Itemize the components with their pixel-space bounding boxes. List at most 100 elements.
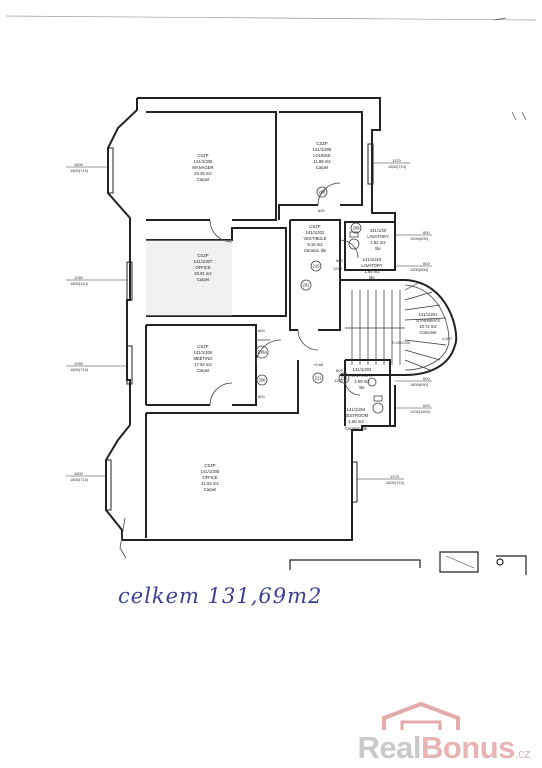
svg-text:141/1/20: 141/1/20 [370,228,387,233]
svg-text:202: 202 [303,283,311,288]
svg-text:1000(600): 1000(600) [410,236,429,241]
svg-text:1260: 1260 [74,275,84,280]
room-lavatory-2: 141/1/210 LAVATORY 1.84 m2 tile [361,257,382,280]
svg-text:LAVATORY: LAVATORY [361,263,382,268]
svg-text:1200(1600): 1200(1600) [410,409,431,414]
svg-text:600: 600 [423,376,430,381]
door-tags: 208 209 210 211 212 206a 206 202 [255,186,362,386]
svg-text:tile: tile [375,246,381,251]
partition-office1 [146,227,287,317]
svg-text:141/1/201: 141/1/201 [419,312,438,317]
svg-text:LOUNGE: LOUNGE [313,153,331,158]
svg-text:141/1/202: 141/1/202 [306,230,325,235]
svg-text:10.74 m2: 10.74 m2 [419,324,437,329]
svg-text:1800(110): 1800(110) [70,281,89,286]
stair-note: S.150/290 [392,340,411,345]
partition-manager [146,111,277,221]
watermark-tld: .cz [514,746,531,761]
watermark-brand-b: Bonus [420,730,515,765]
svg-text:CSZP: CSZP [316,141,327,146]
svg-text:1800(710): 1800(710) [70,477,89,482]
svg-text:Ceramic tile: Ceramic tile [345,426,368,431]
partition-lounge [278,111,363,220]
svg-text:141/1/206: 141/1/206 [194,350,213,355]
svg-text:600: 600 [423,403,430,408]
watermark-brand: RealBonus.cz [357,730,530,766]
svg-text:OFFICE: OFFICE [202,475,218,480]
svg-text:1.84 m2: 1.84 m2 [364,269,380,274]
svg-text:Carpet: Carpet [316,165,329,170]
room-manager: CSZP 141/1/208 MANAGER 24.25 m2 Carpet [192,153,213,182]
svg-text:141/1/207: 141/1/207 [194,259,213,264]
svg-text:1800(710): 1800(710) [70,367,89,372]
svg-text:209: 209 [353,226,361,231]
dimension-leaders [66,162,432,480]
svg-text:Carpet: Carpet [197,177,210,182]
svg-text:tile: tile [359,385,365,390]
svg-text:141/1/209: 141/1/209 [313,147,332,152]
svg-text:1970: 1970 [333,266,343,271]
svg-text:1800: 1800 [74,471,84,476]
svg-text:1800(690): 1800(690) [410,382,429,387]
lower-structure [289,551,527,575]
svg-text:206: 206 [259,378,267,383]
windows [105,143,374,511]
partition-office2 [145,360,299,538]
svg-text:tile: tile [369,275,375,280]
shaded-zone [146,240,232,316]
partition-stairs [340,279,458,376]
svg-text:800: 800 [336,368,343,373]
door-swings [209,182,361,406]
svg-text:41.52 m2: 41.52 m2 [201,481,219,486]
fixtures [348,231,384,414]
svg-text:RESTROOM: RESTROOM [344,413,369,418]
room-stairways: 141/1/201 STAIRWAYS 10.74 m2 Concrete [416,312,440,335]
svg-text:800: 800 [423,261,430,266]
svg-text:Ceramic tile: Ceramic tile [304,248,327,253]
svg-text:211: 211 [315,376,322,381]
svg-text:1800(710): 1800(710) [388,164,407,169]
svg-text:MEETING: MEETING [193,356,212,361]
svg-text:Concrete: Concrete [420,330,438,335]
svg-text:206a: 206a [257,350,267,355]
svg-text:OFFICE: OFFICE [195,265,211,270]
svg-text:141/1/210: 141/1/210 [363,257,382,262]
room-restroom: 141/1/204 RESTROOM 1.56 m2 Ceramic tile [344,407,369,431]
room-meeting: CSZP 141/1/206 MEETING 17.54 m2 Carpet [193,344,213,373]
svg-text:210: 210 [313,264,321,269]
svg-text:1370: 1370 [390,474,400,479]
elevation-mark: +5.68 [313,362,324,367]
svg-text:VESTIBULE: VESTIBULE [303,236,326,241]
svg-text:1800(710): 1800(710) [70,168,89,173]
svg-text:208: 208 [319,190,327,195]
room-vestibule: CSZP 141/1/202 VESTIBULE 9.18 m2 Ceramic… [303,224,326,253]
svg-text:CSZP: CSZP [197,253,208,258]
svg-text:Carpet: Carpet [197,277,210,282]
svg-text:CSZP: CSZP [197,153,208,158]
svg-text:LAVATORY: LAVATORY [351,373,372,378]
svg-text:1970: 1970 [334,378,344,383]
room-lavatory-1: 141/1/20 LAVATORY 1.52 m2 tile [367,228,388,251]
room-office-1: CSZP 141/1/207 OFFICE 20.91 m2 Carpet [194,253,213,282]
outer-wall-tail [119,517,127,559]
svg-text:141/1/204: 141/1/204 [347,407,366,412]
svg-text:141/1/208: 141/1/208 [194,159,213,164]
svg-text:800: 800 [258,394,265,399]
partition-lavs [344,221,396,426]
watermark-house-logo [382,701,460,730]
svg-text:1260: 1260 [74,361,84,366]
svg-text:1800(710): 1800(710) [386,480,405,485]
svg-text:24.25 m2: 24.25 m2 [194,171,212,176]
svg-text:CSZP: CSZP [309,224,320,229]
svg-text:Carpet: Carpet [197,368,210,373]
svg-text:800: 800 [258,328,265,333]
svg-text:20.91 m2: 20.91 m2 [194,271,212,276]
sheet-top-line [5,15,537,21]
svg-text:141/1/203: 141/1/203 [353,367,372,372]
svg-text:1.09 m2: 1.09 m2 [354,379,370,384]
svg-text:MANAGER: MANAGER [192,165,213,170]
svg-text:1370: 1370 [392,158,402,163]
svg-text:800: 800 [423,230,430,235]
corner-marks [493,17,527,121]
svg-text:800: 800 [336,258,343,263]
